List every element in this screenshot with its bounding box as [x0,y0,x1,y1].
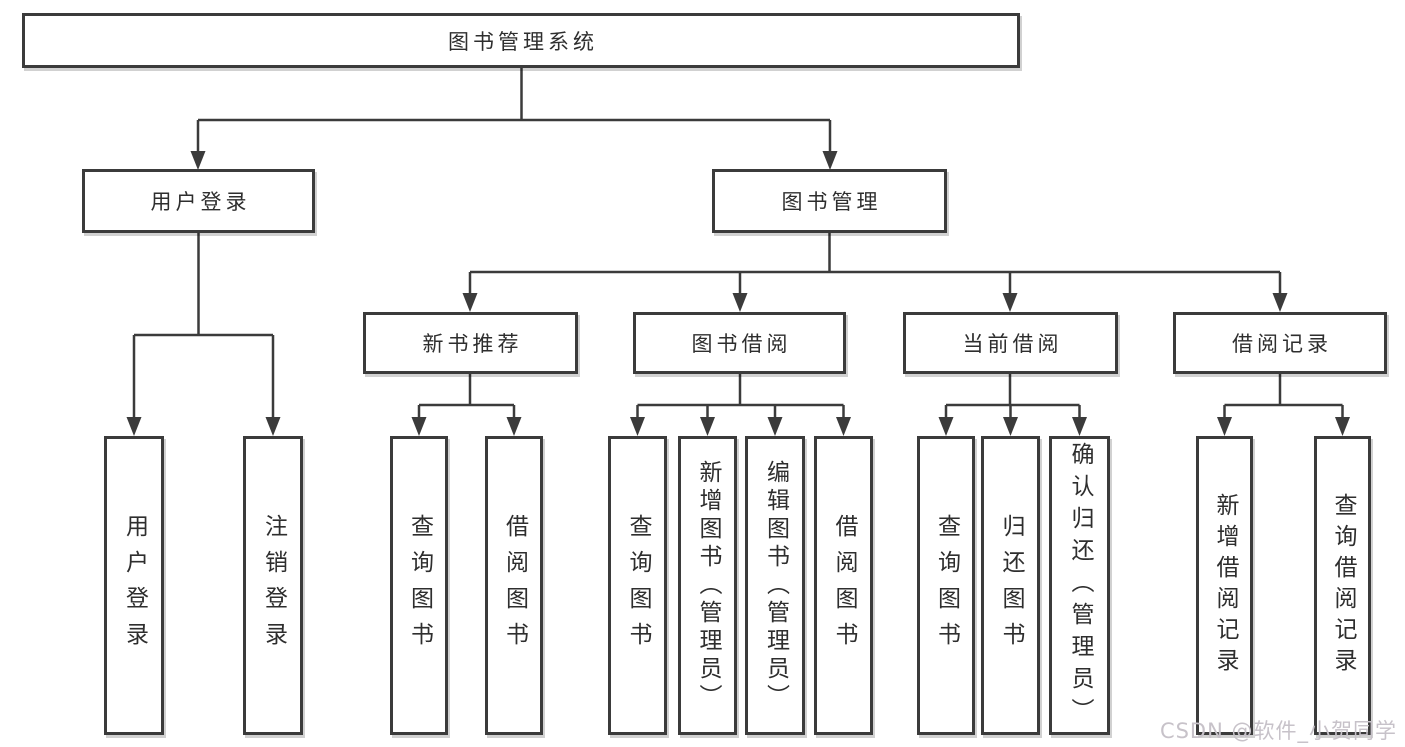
leaf-user-login: 用户登录 [104,436,164,735]
arrowhead-down-icon [506,417,522,436]
node-new-book-recommend: 新书推荐 [363,312,578,374]
leaf-borrow-books-borrowing: 借阅图书 [814,436,873,735]
leaf-query-books-current: 查询图书 [917,436,975,735]
arrowhead-down-icon [767,417,783,436]
arrowhead-down-icon [1002,293,1018,312]
leaf-query-books-borrowing: 查询图书 [608,436,667,735]
leaf-edit-books-admin: 编辑图书（管理员） [745,436,805,735]
arrowhead-down-icon [1272,293,1288,312]
arrowhead-down-icon [190,151,206,170]
node-borrowing-records: 借阅记录 [1173,312,1387,374]
arrowhead-down-icon [126,417,142,436]
arrowhead-down-icon [1335,417,1350,436]
node-root: 图书管理系统 [22,13,1020,68]
node-book-management: 图书管理 [712,169,947,233]
arrowhead-down-icon [836,417,851,436]
arrowhead-down-icon [1072,417,1087,436]
leaf-add-borrow-record: 新增借阅记录 [1196,436,1253,735]
arrowhead-down-icon [938,417,954,436]
node-current-borrowing: 当前借阅 [903,312,1118,374]
arrowhead-down-icon [462,293,478,312]
node-user-login: 用户登录 [82,169,315,233]
connector-path [132,67,1344,420]
arrowhead-down-icon [732,293,748,312]
watermark: CSDN @软件_小贺同学 [1159,719,1397,743]
node-book-borrowing: 图书借阅 [633,312,846,374]
leaf-logout: 注销登录 [243,436,303,735]
leaf-borrow-books-recommend: 借阅图书 [485,436,543,735]
leaf-query-borrow-record: 查询借阅记录 [1314,436,1371,735]
arrowhead-down-icon [411,417,427,436]
arrowheads-group [126,151,1350,436]
leaf-add-books-admin: 新增图书（管理员） [678,436,737,735]
leaf-confirm-return-admin: 确认归还（管理员） [1049,436,1110,735]
arrowhead-down-icon [700,417,715,436]
arrowhead-down-icon [1003,417,1018,436]
arrowhead-down-icon [1217,417,1232,436]
arrowhead-down-icon [822,151,838,170]
arrowhead-down-icon [265,417,281,436]
leaf-return-books: 归还图书 [981,436,1040,735]
arrowhead-down-icon [630,417,645,436]
leaf-query-books-recommend: 查询图书 [390,436,448,735]
